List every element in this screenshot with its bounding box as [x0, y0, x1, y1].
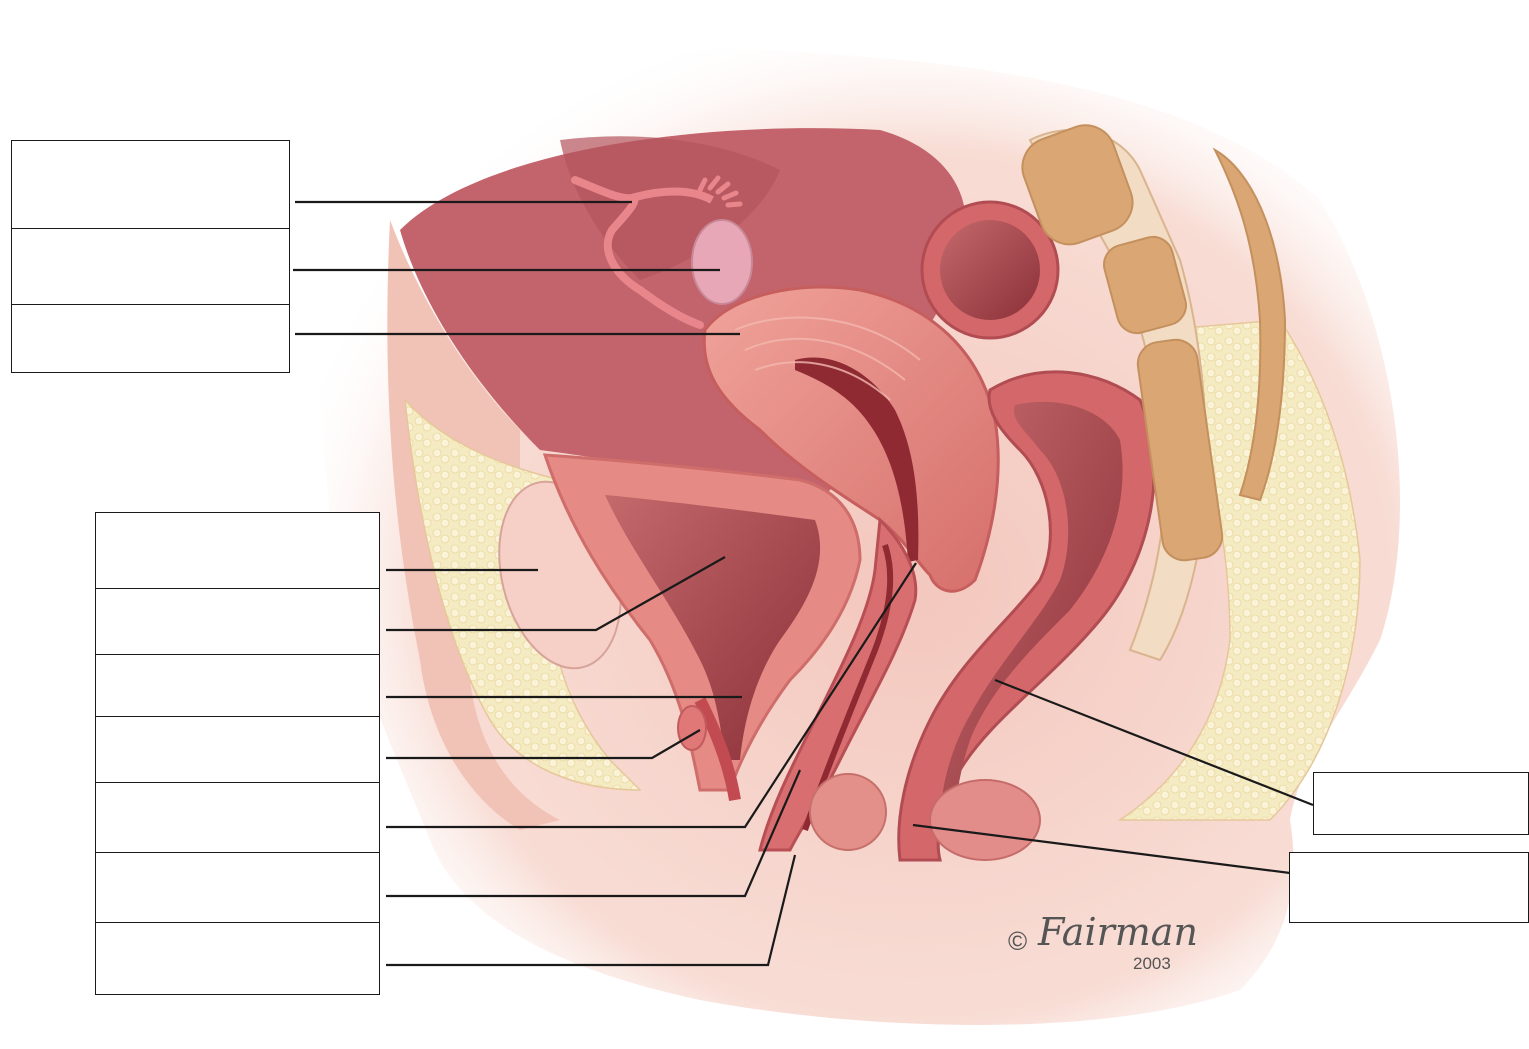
- ovary: [692, 220, 752, 304]
- clitoris: [678, 706, 706, 750]
- label-box-urinary-bladder[interactable]: [95, 588, 380, 655]
- sigmoid-lumen: [940, 220, 1040, 320]
- artist-name: Fairman: [1037, 910, 1198, 954]
- anal-sphincter: [930, 780, 1040, 860]
- label-box-labium[interactable]: [95, 922, 380, 995]
- label-box-fallopian-tube[interactable]: [11, 140, 290, 229]
- label-box-pubic-symphysis[interactable]: [95, 512, 380, 589]
- label-box-clitoris[interactable]: [95, 716, 380, 783]
- label-box-uterus[interactable]: [11, 304, 290, 373]
- label-box-vagina[interactable]: [95, 852, 380, 923]
- label-box-cervix[interactable]: [95, 782, 380, 853]
- label-box-rectum[interactable]: [1313, 772, 1529, 835]
- label-box-ovary[interactable]: [11, 228, 290, 305]
- perineal-body: [810, 774, 886, 850]
- artist-signature: © Fairman 2003: [1008, 905, 1228, 975]
- signature-year: 2003: [1133, 954, 1171, 973]
- copyright-symbol: ©: [1008, 926, 1027, 956]
- label-box-anus[interactable]: [1289, 852, 1529, 923]
- label-box-urethra[interactable]: [95, 654, 380, 717]
